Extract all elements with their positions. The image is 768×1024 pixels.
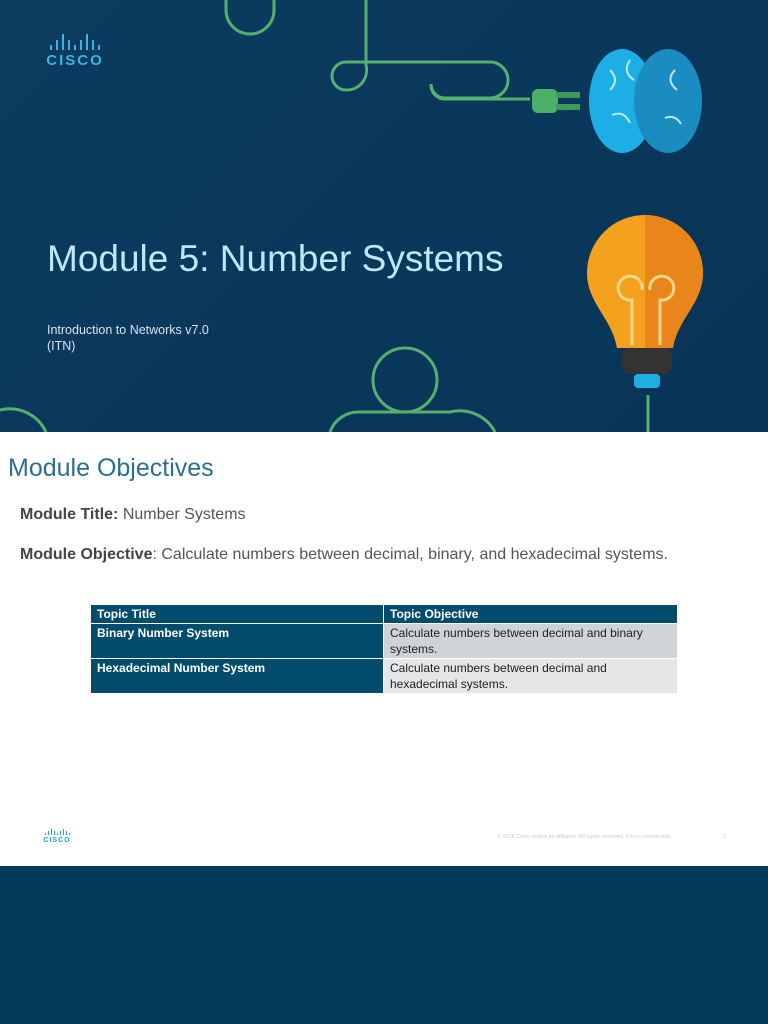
- slide-heading: Module Objectives: [8, 454, 214, 482]
- column-header: Topic Objective: [383, 604, 678, 624]
- topic-title: Binary Number System: [90, 623, 384, 659]
- module-objective-line: Module Objective: Calculate numbers betw…: [20, 546, 668, 564]
- cisco-logo: CISCO: [40, 34, 110, 69]
- topic-objective: Calculate numbers between decimal and bi…: [383, 623, 678, 659]
- brain-icon: [589, 49, 702, 153]
- cable-path: [330, 0, 530, 101]
- subtitle-line: Introduction to Networks v7.0: [47, 323, 209, 337]
- cable-loop: [224, 0, 276, 36]
- page-number: 2: [723, 834, 727, 840]
- plug-icon: [532, 89, 580, 113]
- label: Module Title:: [20, 506, 119, 523]
- objectives-slide: Module Objectives Module Title: Number S…: [0, 432, 768, 866]
- logo-text: CISCO: [46, 52, 104, 69]
- column-header: Topic Title: [90, 604, 384, 624]
- footer-cisco-logo: CISCO: [42, 829, 72, 844]
- cable-curve: [0, 407, 48, 432]
- topic-objective: Calculate numbers between decimal and he…: [383, 658, 678, 694]
- topic-title: Hexadecimal Number System: [90, 658, 384, 694]
- copyright: © 2016 Cisco and/or its affiliates. All …: [497, 834, 671, 840]
- slide-title: Module 5: Number Systems: [47, 238, 504, 279]
- slide-subtitle: Introduction to Networks v7.0 (ITN): [47, 322, 209, 354]
- decorative-illustration: [0, 0, 703, 432]
- value: : Calculate numbers between decimal, bin…: [152, 546, 668, 563]
- title-slide: CISCO Module 5: Number Systems Introduct…: [0, 0, 768, 432]
- lightbulb-icon: [587, 215, 703, 388]
- cable-curve-bottom: [328, 346, 497, 432]
- label: Module Objective: [20, 546, 153, 563]
- module-title-line: Module Title: Number Systems: [20, 506, 246, 524]
- logo-text: CISCO: [43, 837, 71, 844]
- value: Number Systems: [118, 506, 246, 523]
- subtitle-line: (ITN): [47, 339, 76, 353]
